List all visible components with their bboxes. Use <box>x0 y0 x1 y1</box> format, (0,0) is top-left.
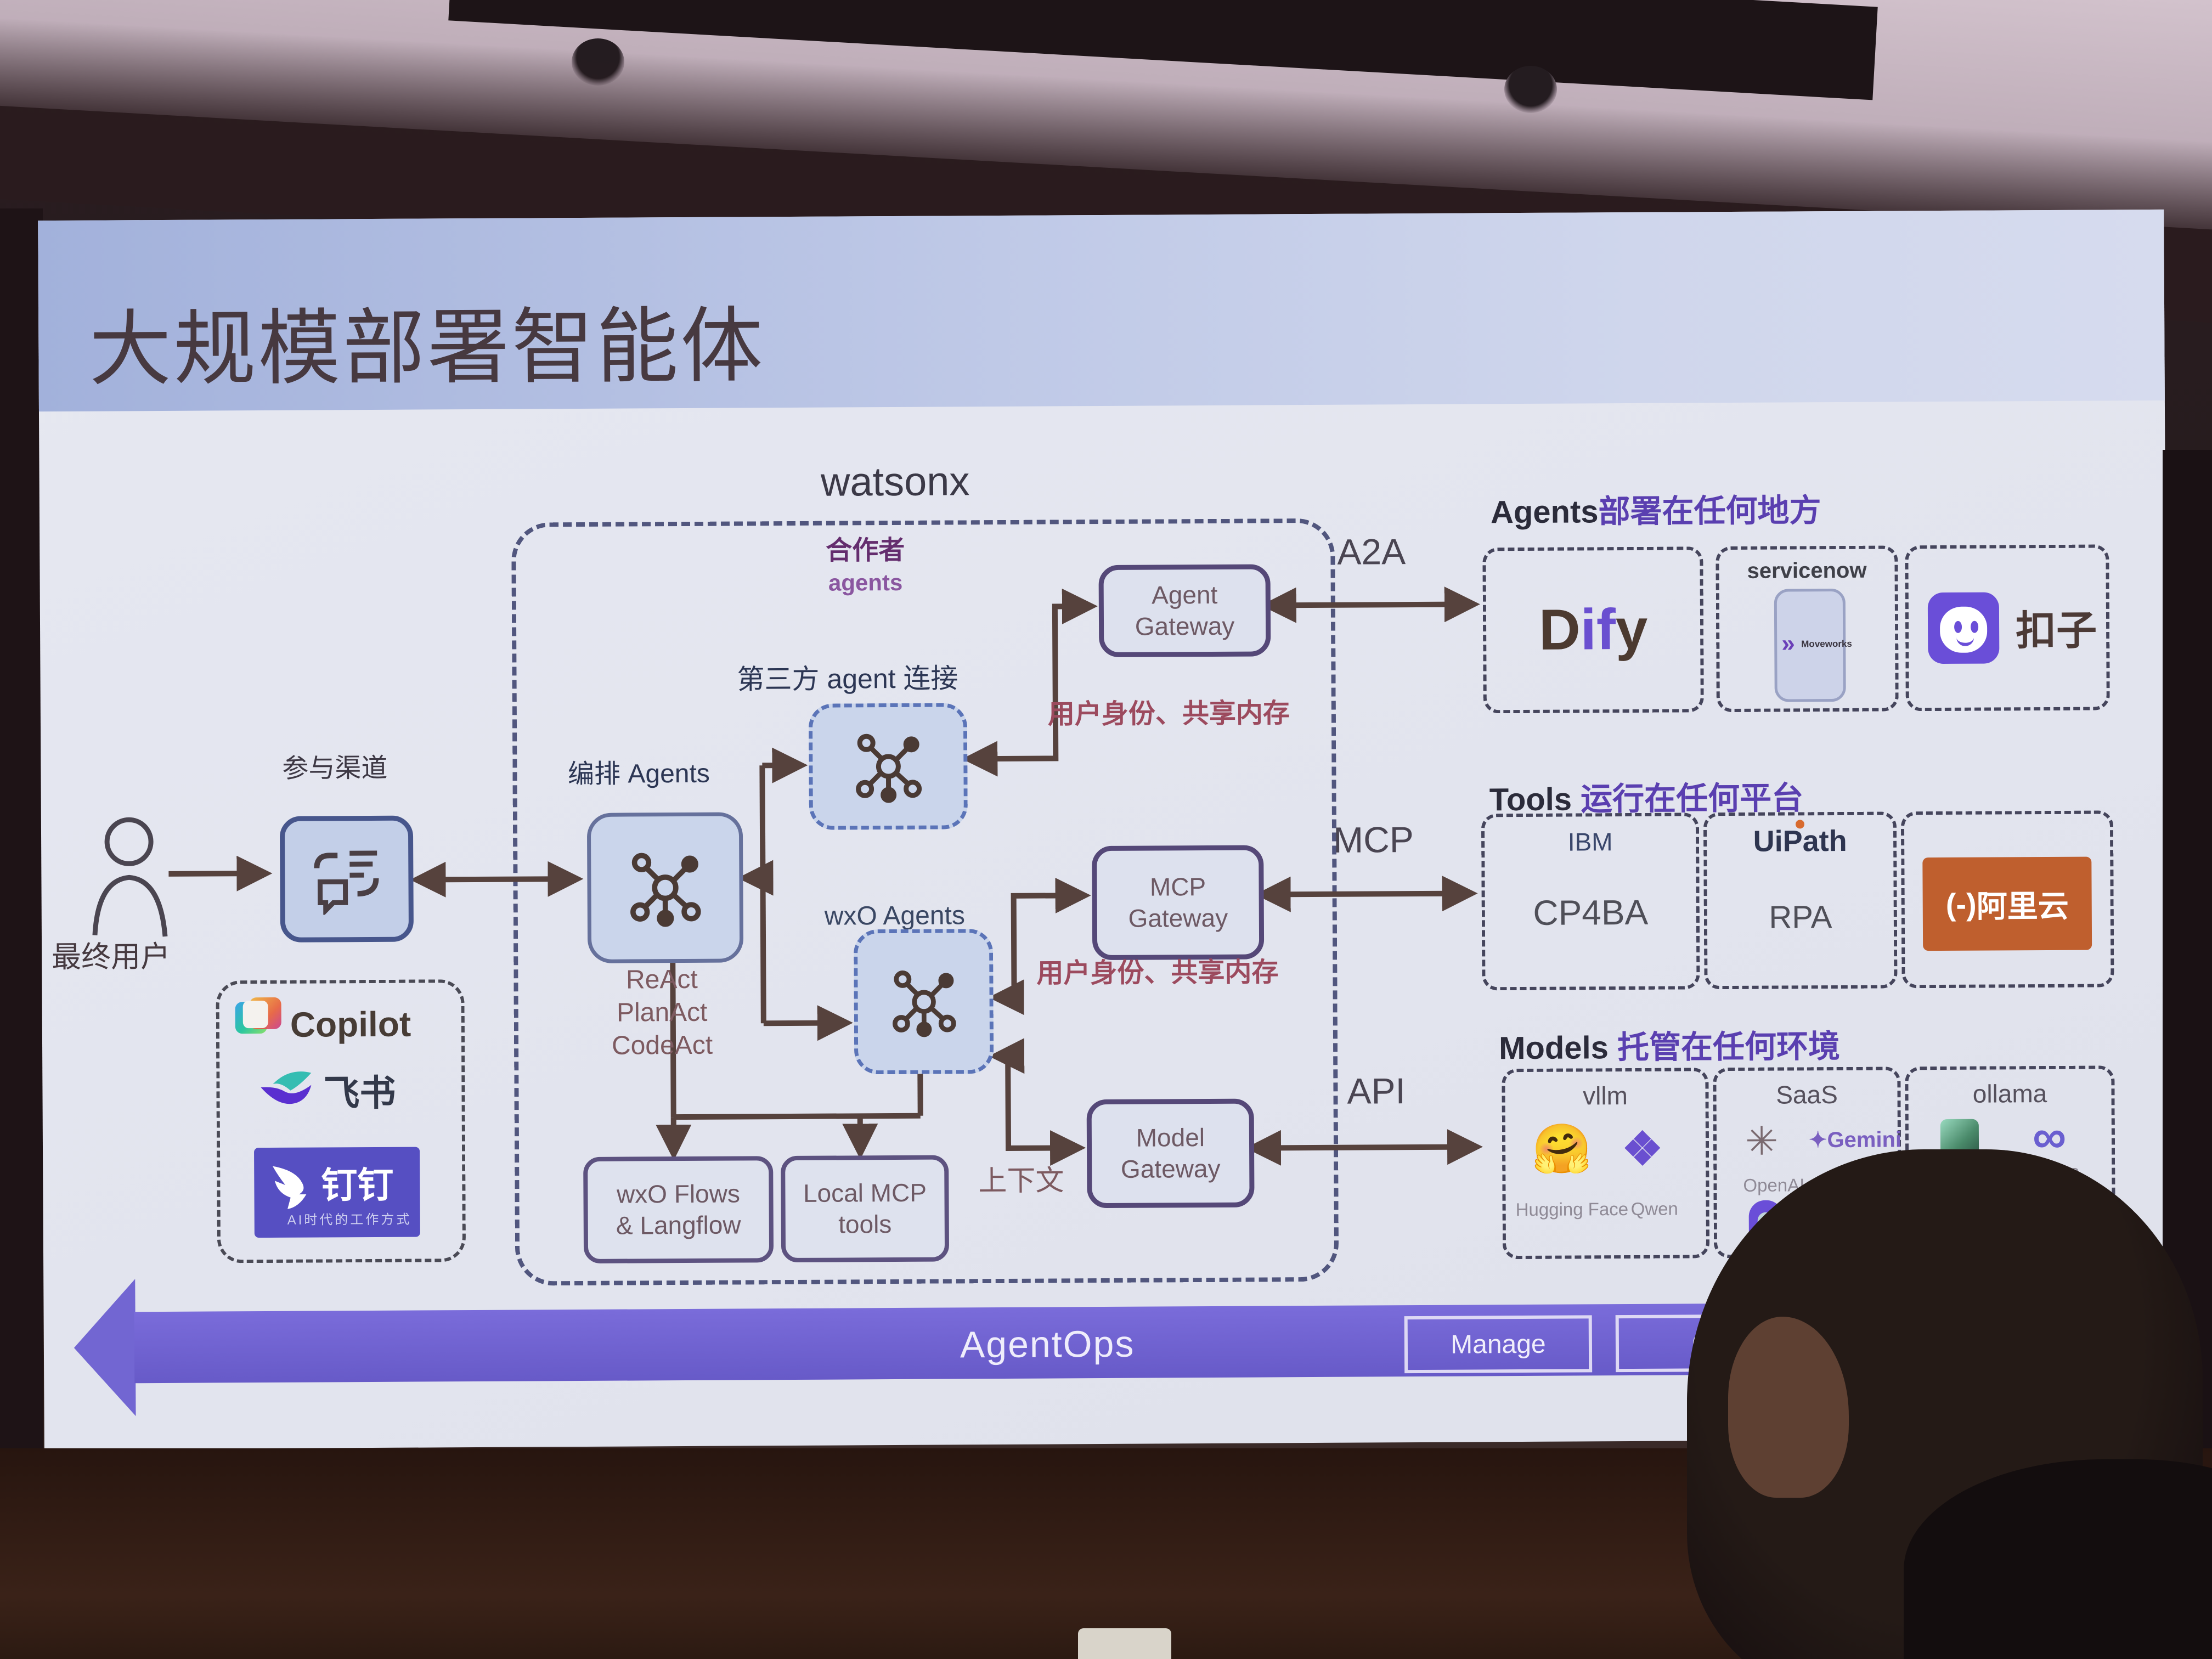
agent-network-icon <box>630 853 701 927</box>
moveworks-tile: » Moveworks <box>1774 588 1852 702</box>
agent-network-icon <box>855 733 922 803</box>
person-icon <box>92 817 168 937</box>
react-planact-codeact-label: ReAct PlanAct CodeAct <box>611 964 713 1060</box>
dify-letter-d: D <box>1538 597 1581 662</box>
agent-network-icon <box>892 970 956 1037</box>
models-header-cn: 托管在任何环境 <box>1617 1028 1841 1066</box>
dify-letter-y: y <box>1615 597 1648 662</box>
wxo-agents-label: wxO Agents <box>824 901 966 931</box>
aliyun-box: (-) 阿里云 <box>1900 810 2114 989</box>
saas-label: SaaS <box>1776 1080 1838 1109</box>
table-object <box>1078 1628 1171 1659</box>
partner-agents-en: agents <box>828 569 903 596</box>
third-party-agent-node <box>808 703 968 830</box>
hugging-face-icon: 🤗 <box>1531 1121 1592 1176</box>
elbow-wxo-mcpgateway <box>988 877 1091 1015</box>
ibm-cp4ba-box: IBM CP4BA <box>1481 812 1700 991</box>
model-gateway-box: Model Gateway <box>1086 1098 1255 1209</box>
mcp-label: MCP <box>1333 819 1414 860</box>
branch-vertical <box>759 765 766 1024</box>
api-label: API <box>1347 1070 1406 1111</box>
arrow-a2a <box>1260 586 1480 623</box>
dingtalk-label: 钉钉 <box>321 1164 394 1206</box>
feishu-icon <box>261 1071 312 1104</box>
arrow-channel-orchestrator <box>410 861 584 898</box>
channels-label: 参与渠道 <box>282 753 388 783</box>
elbow-wxo-modelgateway <box>989 1038 1086 1166</box>
agentops-left-arrowhead <box>74 1279 136 1417</box>
a2a-label: A2A <box>1337 531 1406 572</box>
agents-row-header: Agents部署在任何地方 <box>1491 484 1821 532</box>
orchestrator-node <box>586 812 744 963</box>
qwen-icon: ❖ <box>1621 1122 1663 1175</box>
chat-icon <box>313 850 379 915</box>
servicenow-box: servicenow » Moveworks <box>1716 545 1899 713</box>
left-wall <box>0 208 43 1659</box>
servicenow-label: servicenow <box>1747 558 1867 583</box>
manage-button-label: Manage <box>1451 1329 1546 1359</box>
dify-logo: Dify <box>1539 597 1648 663</box>
agentops-label: AgentOps <box>960 1323 1135 1366</box>
uipath-accent-icon <box>1795 820 1805 829</box>
end-user-label: 最终用户 <box>52 940 171 974</box>
moveworks-label: Moveworks <box>1801 638 1852 650</box>
tools-header-en: Tools <box>1489 781 1581 818</box>
aliyun-logo: (-) 阿里云 <box>1922 856 2092 951</box>
audience-face <box>1728 1317 1849 1498</box>
manage-button: Manage <box>1404 1315 1593 1374</box>
agent-gateway-box: Agent Gateway <box>1098 564 1271 658</box>
wxo-flows-box: wxO Flows & Langflow <box>583 1156 774 1263</box>
flows-feed-line <box>670 957 921 1120</box>
coze-label: 扣子 <box>2015 607 2097 654</box>
diagram-arrows <box>168 586 1483 1166</box>
ibm-label: IBM <box>1567 827 1613 856</box>
gemini-word: Gemini <box>1827 1127 1902 1153</box>
models-header-en: Models <box>1498 1030 1618 1066</box>
connector-layer <box>168 586 1483 1166</box>
third-party-label: 第三方 agent 连接 <box>737 663 958 695</box>
arrow-mcp <box>1255 876 1478 912</box>
engagement-channel-box <box>279 815 414 943</box>
orchestrate-label: 编排 Agents <box>567 759 710 789</box>
partner-agents-cn: 合作者 <box>826 535 905 566</box>
ollama-label: ollama <box>1972 1079 2047 1108</box>
vllm-box: vllm 🤗 ❖ Hugging Face Qwen <box>1502 1068 1710 1260</box>
models-row-header: Models 托管在任何环境 <box>1499 1020 1840 1068</box>
dingtalk-banner: 钉钉 AI时代的工作方式 <box>254 1147 420 1238</box>
agents-header-en: Agents <box>1490 494 1599 531</box>
identity-note-top: 用户身份、共享内存 <box>1047 698 1290 730</box>
coze-box: 扣子 <box>1905 544 2110 712</box>
tools-header-cn: 运行在任何平台 <box>1581 780 1804 817</box>
vllm-label: vllm <box>1583 1081 1628 1110</box>
local-mcp-tools-box: Local MCP tools <box>781 1155 950 1263</box>
aliyun-label: 阿里云 <box>1976 888 2069 924</box>
coze-icon <box>1927 592 2000 664</box>
wxo-agents-node <box>853 929 994 1075</box>
moveworks-chevron-icon: » <box>1781 630 1795 657</box>
uipath-rpa-box: UiPath RPA <box>1703 811 1898 990</box>
arrow-user-to-channel <box>168 855 273 891</box>
identity-note-mid: 用户身份、共享内存 <box>1036 957 1279 989</box>
dingtalk-wing-icon <box>272 1166 307 1209</box>
hugging-face-label: Hugging Face <box>1515 1199 1629 1220</box>
dify-letters-if: if <box>1580 597 1616 662</box>
dingtalk-subtitle: AI时代的工作方式 <box>287 1212 412 1228</box>
aliyun-bracket-icon: (-) <box>1945 887 1977 922</box>
copilot-icon <box>235 997 281 1040</box>
gemini-icon: ✦Gemini <box>1809 1127 1901 1153</box>
feishu-label: 飞书 <box>323 1072 396 1114</box>
agents-header-cn: 部署在任何地方 <box>1598 493 1821 530</box>
projected-slide: 大规模部署智能体 watsonx <box>38 209 2170 1450</box>
dify-box: Dify <box>1482 546 1704 714</box>
qwen-label: Qwen <box>1630 1198 1678 1219</box>
cp4ba-label: CP4BA <box>1533 892 1649 933</box>
openai-icon: ✳ <box>1745 1119 1779 1164</box>
gemini-spark: ✦ <box>1808 1128 1827 1153</box>
arrow-api <box>1245 1129 1483 1166</box>
elbow-thirdparty-agentgateway <box>962 588 1098 777</box>
copilot-label: Copilot <box>290 1004 411 1045</box>
mcp-gateway-box: MCP Gateway <box>1092 845 1265 961</box>
rpa-label: RPA <box>1769 899 1832 935</box>
context-note: 上下文 <box>978 1165 1064 1198</box>
